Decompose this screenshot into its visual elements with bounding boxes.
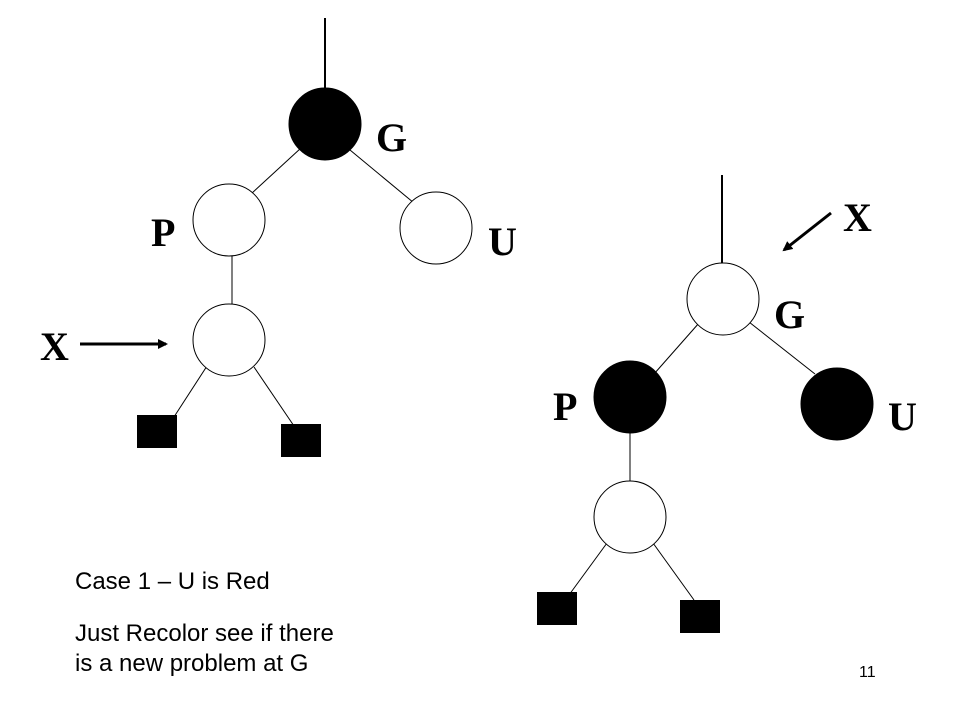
explanation-line-2: is a new problem at G [75,650,309,677]
label-u: U [888,394,917,439]
nil-leaf-right [281,424,321,457]
page-number: 11 [859,664,876,681]
before-tree: G P U X [40,18,517,457]
parent-node [593,360,667,434]
edge-x-leftleaf [171,365,208,421]
nil-leaf-right [680,600,720,633]
grandparent-node [288,87,362,161]
edge-g-p [653,322,700,375]
label-u: U [488,219,517,264]
label-g: G [376,115,407,160]
edge-g-u [349,149,415,204]
child-node [593,480,667,554]
edge-x-rightleaf [253,366,295,427]
case-caption: Case 1 – U is Red [75,568,270,595]
explanation-line-1: Just Recolor see if there [75,620,334,647]
label-x: X [40,324,69,369]
nil-leaf-left [137,415,177,448]
edge-child-leftleaf [568,542,608,596]
label-p: P [151,210,175,255]
edge-g-u [748,321,816,375]
label-p: P [553,384,577,429]
uncle-node [399,191,473,265]
after-tree: X G P U [537,175,917,633]
parent-node [192,183,266,257]
label-g: G [774,292,805,337]
label-x: X [843,195,872,240]
edge-g-p [250,147,302,195]
grandparent-node [686,262,760,336]
nil-leaf-left [537,592,577,625]
uncle-node [800,367,874,441]
edge-child-rightleaf [652,542,695,601]
pointer-arrow [782,211,832,252]
inserted-node [192,303,266,377]
